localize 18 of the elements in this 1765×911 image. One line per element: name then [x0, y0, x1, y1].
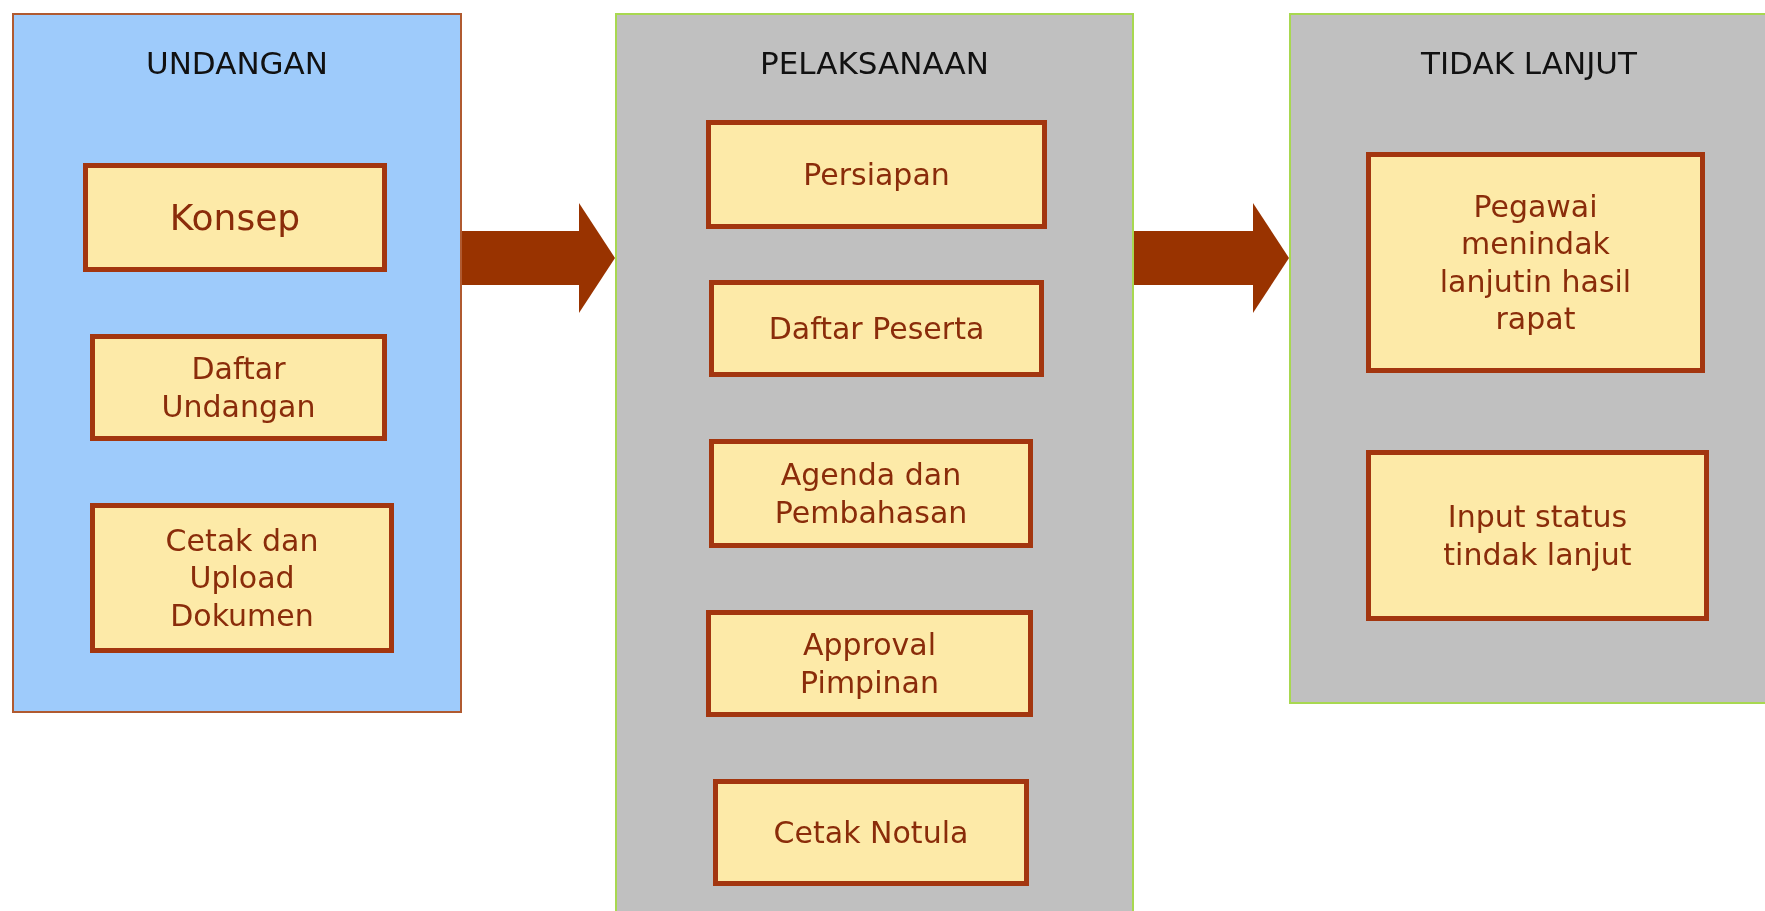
group-panel [1289, 13, 1765, 704]
panel-title: TIDAK LANJUT [1420, 45, 1638, 81]
block-arrow [1134, 203, 1289, 313]
process-box: Cetak dan Upload Dokumen [90, 503, 394, 653]
panel-title: UNDANGAN [145, 45, 329, 81]
group-panel [12, 13, 462, 713]
block-arrow [462, 203, 615, 313]
process-box: Agenda dan Pembahasan [709, 439, 1033, 548]
process-box: Konsep [83, 163, 387, 272]
process-box: Approval Pimpinan [706, 610, 1033, 717]
process-box: Daftar Undangan [90, 334, 387, 441]
process-box: Input status tindak lanjut [1366, 450, 1709, 621]
group-panel [615, 13, 1134, 911]
process-box: Daftar Peserta [709, 280, 1044, 377]
process-box: Pegawai menindak lanjutin hasil rapat [1366, 152, 1705, 373]
panel-title: PELAKSANAAN [759, 45, 990, 81]
process-box: Persiapan [706, 120, 1047, 229]
process-box: Cetak Notula [713, 779, 1029, 886]
